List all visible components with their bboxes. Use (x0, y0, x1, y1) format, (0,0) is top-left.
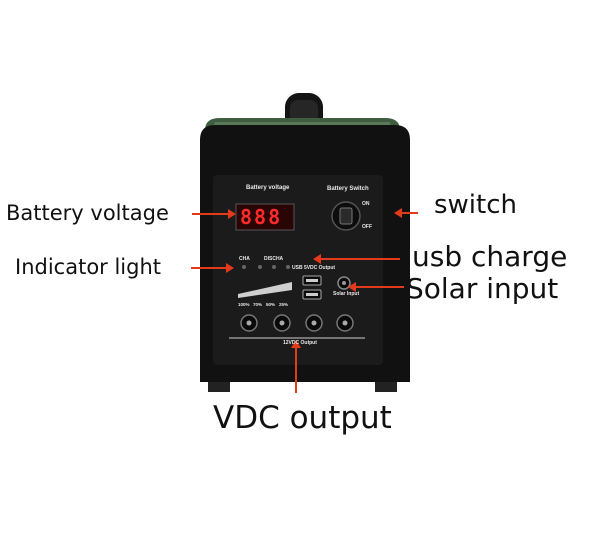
dc-output-ports[interactable] (240, 314, 354, 332)
level-wedge (238, 282, 292, 298)
level-label-3: 50% (266, 302, 276, 307)
led-display (235, 203, 295, 231)
panel-solar-label: Solar Input (333, 291, 360, 297)
panel-usb-label: USB 5VDC Output (292, 265, 336, 271)
panel-dc-label: 12VDC Output (283, 340, 317, 346)
callout-battery-voltage: Battery voltage (6, 201, 169, 225)
foot-right (375, 382, 397, 392)
callout-usb-charge: usb charge (412, 240, 568, 273)
panel-battery-voltage-label: Battery voltage (246, 185, 290, 191)
indicator-leds (242, 265, 290, 269)
led-display-digits: 888 (240, 205, 283, 229)
battery-switch[interactable] (331, 201, 361, 231)
level-label-1: 100% (238, 302, 250, 307)
callout-switch: switch (434, 190, 518, 220)
panel-cha-label: CHA (239, 256, 250, 262)
panel-on-label: ON (362, 201, 370, 207)
panel-battery-switch-label: Battery Switch (327, 186, 369, 192)
level-label-2: 70% (253, 302, 263, 307)
panel-off-label: OFF (362, 224, 372, 230)
callout-indicator-light: Indicator light (15, 255, 162, 279)
foot-left (208, 382, 230, 392)
level-label-4: 25% (279, 302, 289, 307)
solar-input-port[interactable] (337, 276, 351, 290)
callout-vdc-output: VDC output (213, 400, 392, 436)
callout-arrows (191, 208, 418, 393)
usb-ports[interactable] (302, 275, 322, 300)
panel-discha-label: DISCHA (264, 256, 284, 262)
callout-solar-input: Solar input (406, 272, 559, 305)
